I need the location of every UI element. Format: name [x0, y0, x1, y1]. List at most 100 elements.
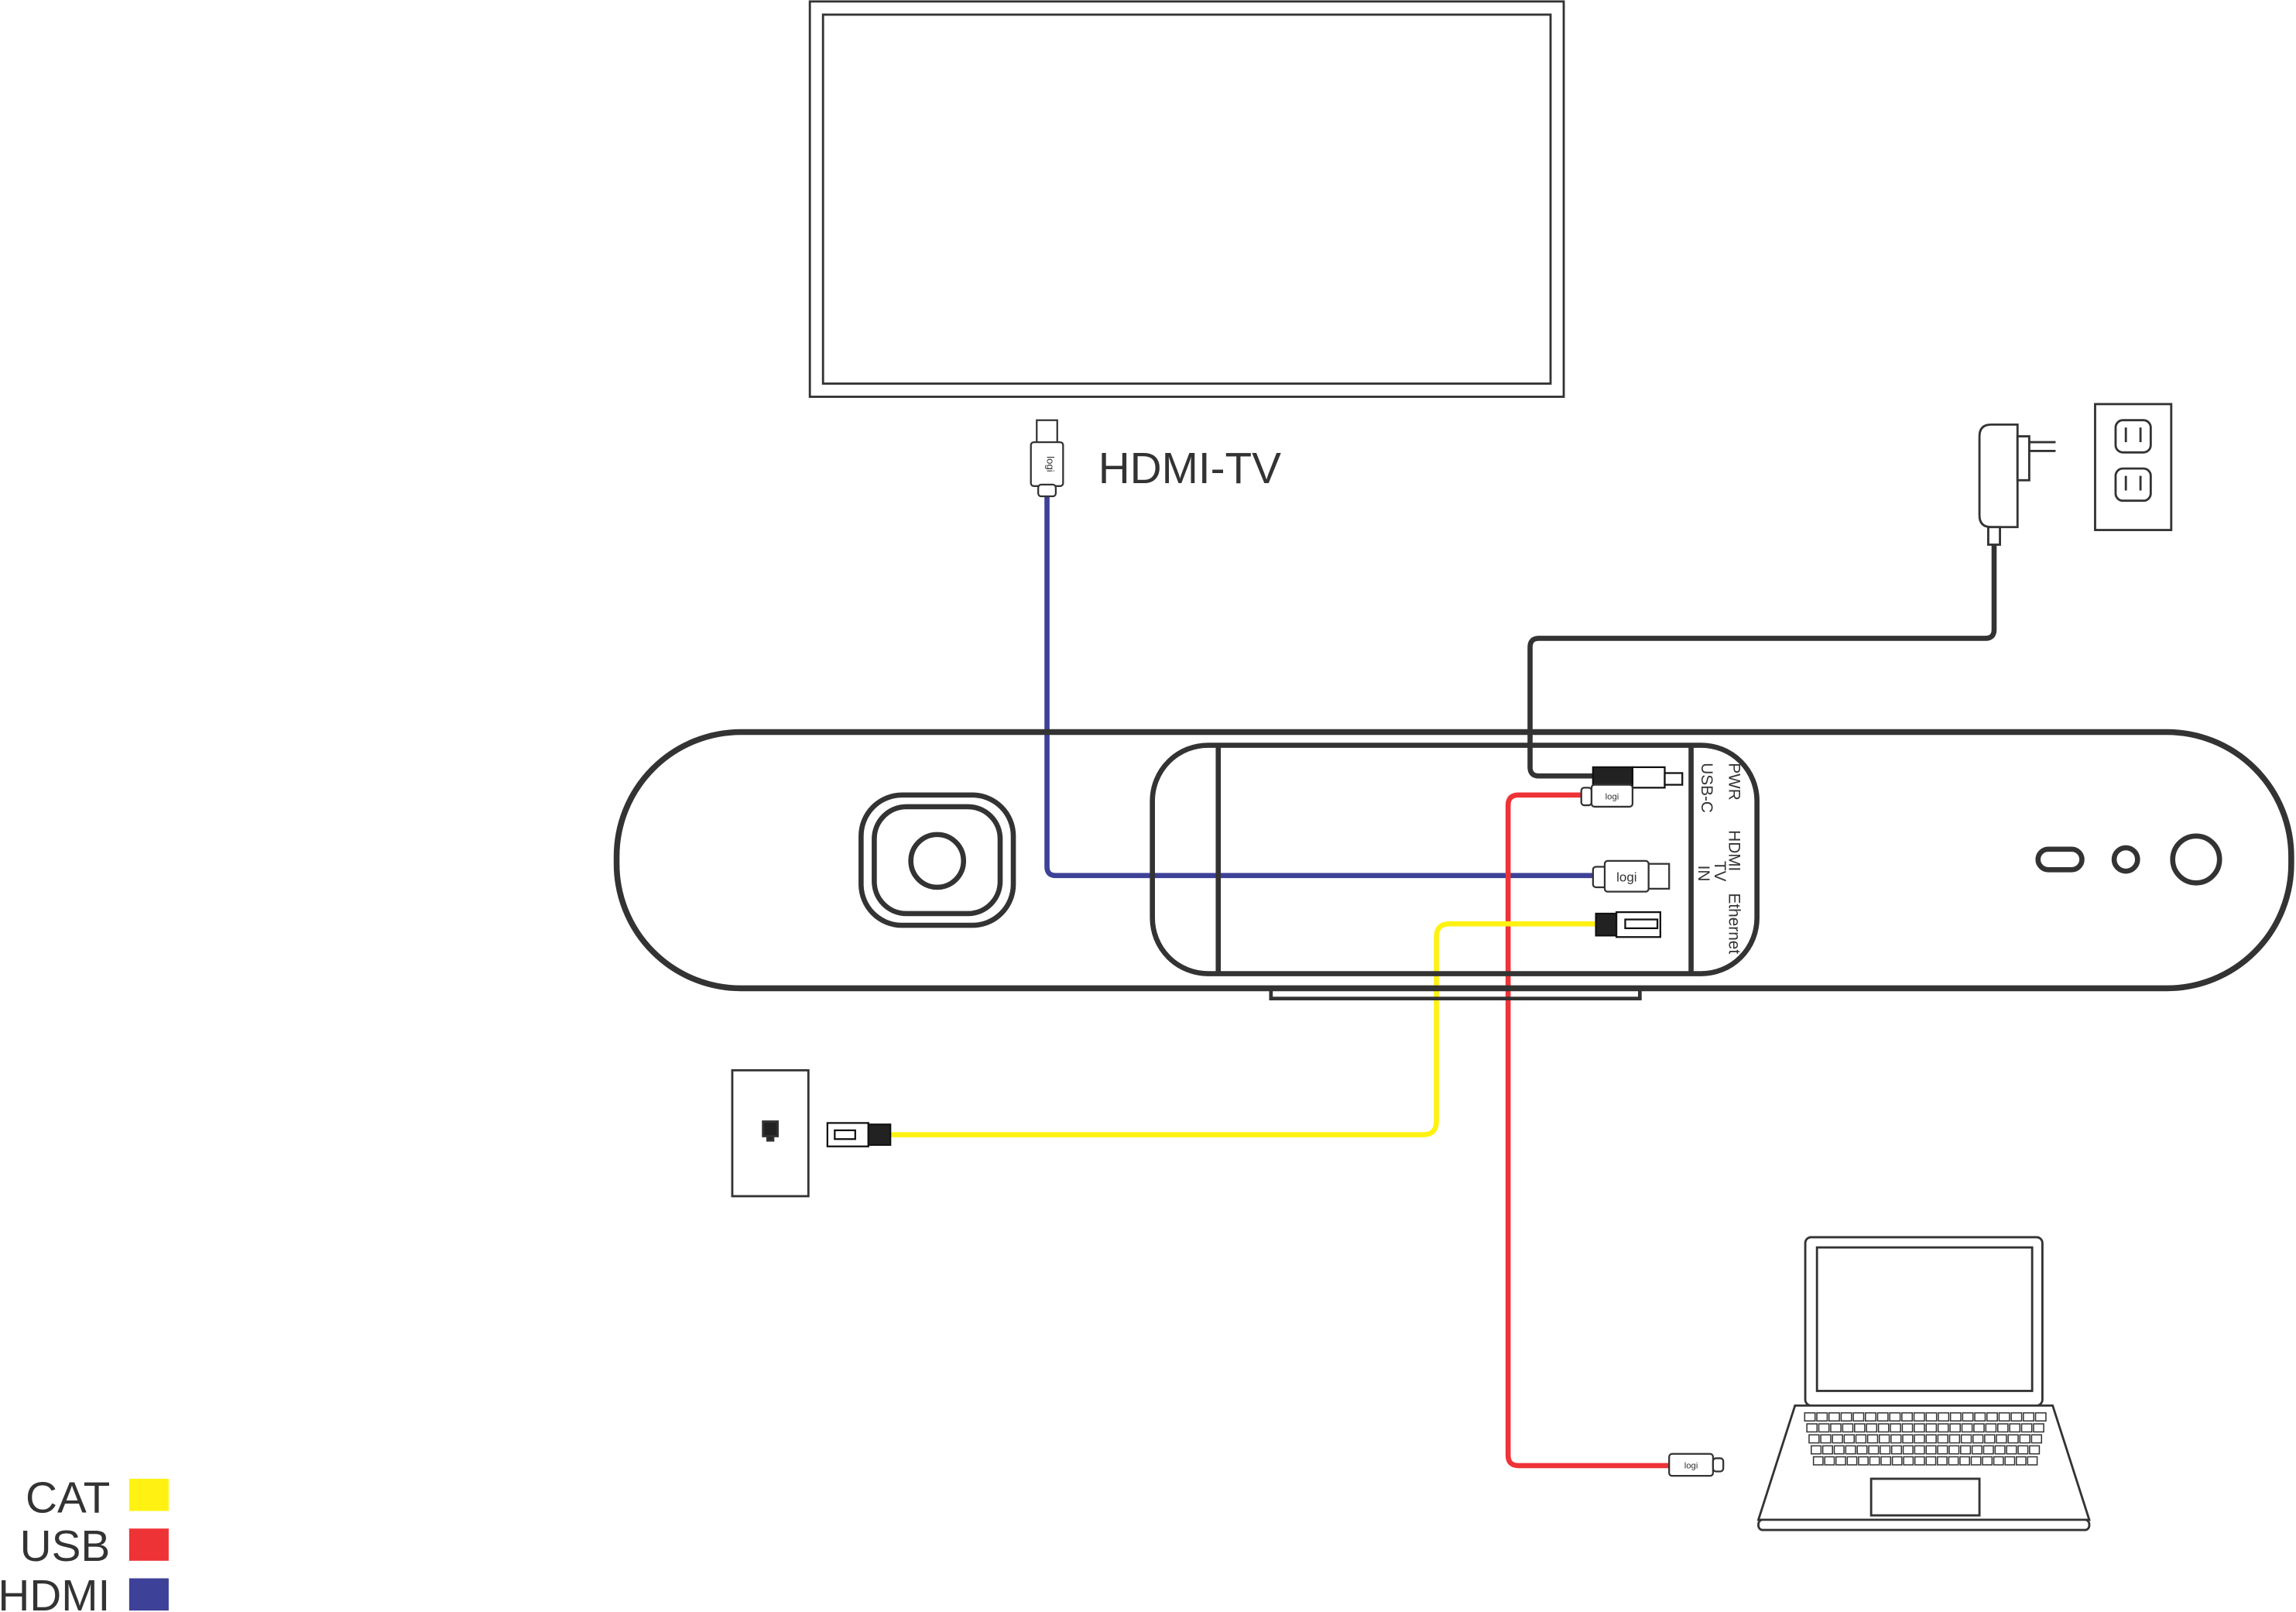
key — [1972, 1434, 1984, 1444]
key — [1914, 1445, 1925, 1455]
legend-swatch-hdmi — [129, 1578, 169, 1611]
key — [1970, 1456, 1982, 1466]
key — [1985, 1423, 1997, 1433]
status-light-icon — [2035, 846, 2085, 873]
key — [1816, 1412, 1828, 1422]
key — [1880, 1445, 1891, 1455]
key — [2019, 1434, 2030, 1444]
key — [1973, 1423, 1985, 1433]
key — [1865, 1412, 1876, 1422]
key — [1866, 1434, 1879, 1444]
key — [1948, 1445, 1960, 1455]
legend-swatch-cat — [129, 1478, 169, 1511]
power-cable — [1527, 544, 1997, 779]
key — [1982, 1445, 1994, 1455]
legend: CAT USB HDMI — [0, 1473, 169, 1612]
svg-text:logi: logi — [1616, 869, 1636, 884]
ethernet-cable — [890, 921, 1596, 1137]
key — [2010, 1412, 2023, 1422]
key — [1974, 1412, 1986, 1422]
key — [2033, 1423, 2044, 1433]
key — [1902, 1434, 1914, 1444]
svg-text:Ethernet: Ethernet — [1725, 893, 1743, 955]
key — [1855, 1434, 1867, 1444]
key — [1962, 1412, 1974, 1422]
key — [1959, 1456, 1970, 1466]
key — [1914, 1423, 1925, 1433]
key — [1843, 1434, 1855, 1444]
microphone-icon — [2170, 833, 2222, 886]
key — [1821, 1445, 1833, 1455]
key — [1828, 1412, 1840, 1422]
key — [1986, 1412, 1998, 1422]
key — [1889, 1412, 1901, 1422]
key — [1982, 1456, 1993, 1466]
key — [2034, 1412, 2047, 1422]
power-adapter — [1978, 423, 2056, 546]
key — [1948, 1456, 1959, 1466]
key — [1937, 1423, 1949, 1433]
svg-text:logi: logi — [1605, 792, 1619, 801]
key — [1832, 1434, 1843, 1444]
key — [1914, 1434, 1925, 1444]
key — [1890, 1434, 1902, 1444]
ethernet-wall-jack — [731, 1068, 810, 1198]
key — [1880, 1456, 1892, 1466]
key — [1901, 1423, 1914, 1433]
key — [1948, 1434, 1961, 1444]
svg-text:HDMI: HDMI — [1725, 830, 1743, 871]
ethernet-connector-wall — [826, 1122, 892, 1147]
key — [1835, 1456, 1846, 1466]
key — [1877, 1423, 1890, 1433]
key — [1901, 1412, 1914, 1422]
key — [1993, 1456, 2004, 1466]
key — [2009, 1423, 2021, 1433]
usb-c-connector-bar: logi — [1580, 784, 1634, 808]
key — [1996, 1423, 2009, 1433]
key — [2027, 1456, 2038, 1466]
key — [1818, 1423, 1830, 1433]
usb-cable — [1505, 792, 1672, 1469]
key — [1856, 1445, 1868, 1455]
video-bar — [613, 729, 2294, 1001]
key — [1994, 1445, 2006, 1455]
key — [1937, 1434, 1949, 1444]
key — [1878, 1434, 1890, 1444]
ethernet-connector-bar — [1595, 911, 1661, 938]
key — [1949, 1423, 1961, 1433]
key — [1833, 1445, 1845, 1455]
key — [1842, 1423, 1854, 1433]
key — [2030, 1434, 2043, 1444]
key — [1820, 1434, 1832, 1444]
svg-text:PWR: PWR — [1725, 763, 1743, 801]
key — [1808, 1434, 1820, 1444]
key — [1971, 1445, 1982, 1455]
key — [1890, 1445, 1903, 1455]
legend-label-cat: CAT — [26, 1473, 110, 1522]
legend-label-hdmi: HDMI — [0, 1572, 110, 1612]
key — [1824, 1456, 1835, 1466]
port-panel — [1150, 743, 1760, 976]
key — [1960, 1434, 1972, 1444]
key — [2023, 1412, 2035, 1422]
key — [1902, 1445, 1914, 1455]
logi-logo: logi — [1045, 456, 1057, 472]
hdmi-connector-bar: logi — [1592, 859, 1671, 893]
key — [2004, 1456, 2016, 1466]
key — [1854, 1423, 1866, 1433]
key — [1804, 1412, 1816, 1422]
key — [1858, 1456, 1869, 1466]
port-labels: PWR USB-C HDMI TV IN Ethernet — [1695, 763, 1743, 954]
key — [2029, 1445, 2041, 1455]
key — [1925, 1423, 1938, 1433]
key — [2006, 1445, 2017, 1455]
key — [2020, 1423, 2033, 1433]
usb-c-connector-laptop: logi — [1668, 1453, 1725, 1477]
key — [1845, 1445, 1856, 1455]
key — [2007, 1434, 2019, 1444]
legend-swatch-usb — [129, 1528, 169, 1561]
key — [1868, 1445, 1880, 1455]
key — [1914, 1456, 1925, 1466]
key — [1960, 1445, 1972, 1455]
key — [1925, 1434, 1937, 1444]
